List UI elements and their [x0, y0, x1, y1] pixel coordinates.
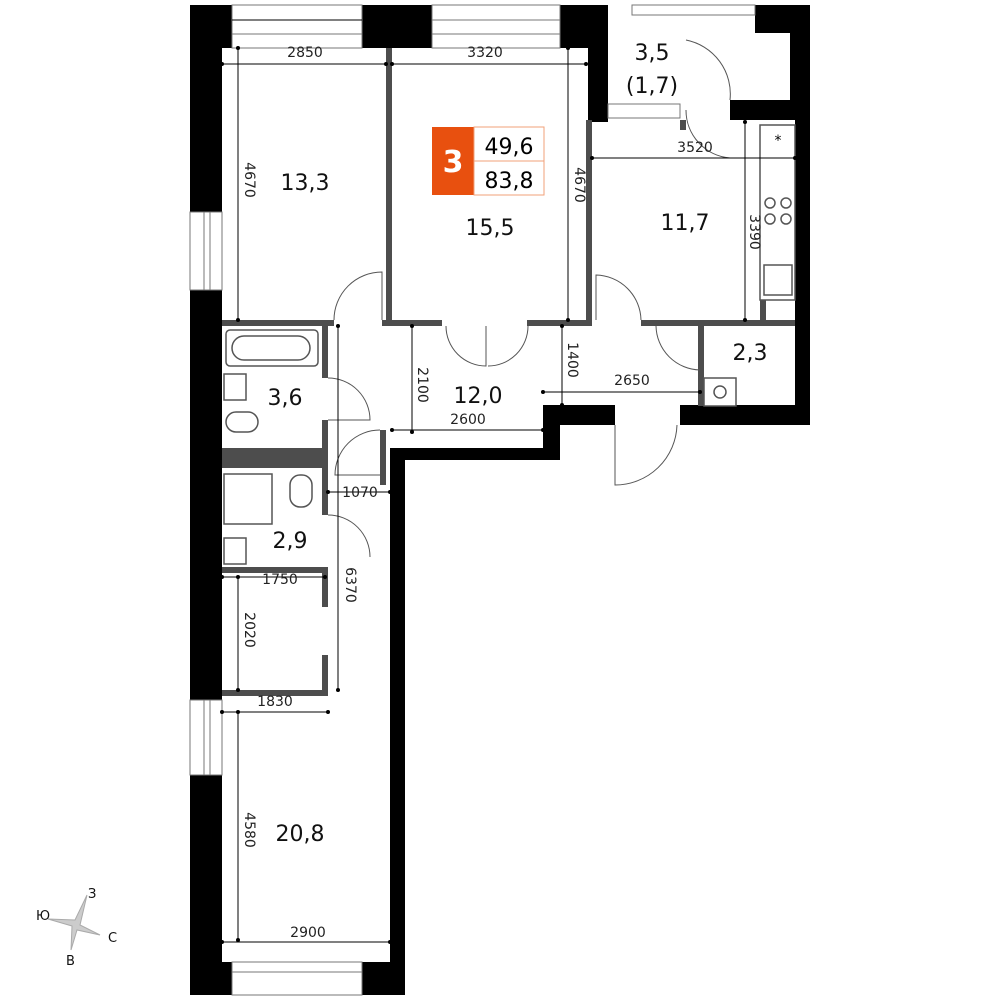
dimension-label: 2100 [414, 367, 430, 403]
dimension-end [220, 940, 224, 944]
compass: З Ю С В [36, 887, 117, 969]
dimension-end [410, 430, 414, 434]
dimension-end [793, 156, 797, 160]
dimension-end [541, 428, 545, 432]
dimension-label: 1070 [342, 485, 378, 501]
dimension-end [541, 390, 545, 394]
dimension-end [584, 62, 588, 66]
interior-walls [222, 48, 795, 696]
dimension-label: 6370 [342, 567, 358, 603]
dimension-label: 1830 [257, 694, 293, 710]
dimension-end [236, 710, 240, 714]
dimension-end [220, 575, 224, 579]
dimension-label: 1750 [262, 572, 298, 588]
room-area-hallway: 12,0 [454, 384, 503, 409]
dimension-end [566, 46, 570, 50]
dimension-end [743, 120, 747, 124]
room-area-storage: 2,3 [733, 341, 768, 366]
compass-north: З [88, 887, 96, 902]
dimension-label: 2600 [450, 412, 486, 428]
kitchen-sink [763, 264, 793, 296]
compass-west: Ю [36, 909, 50, 924]
compass-east: С [108, 931, 117, 946]
dimension-end [390, 62, 394, 66]
dimension-end [236, 318, 240, 322]
dimension-end [326, 710, 330, 714]
dimension-end [388, 490, 392, 494]
dimension-end [220, 62, 224, 66]
room-area-kitchen: 11,7 [661, 211, 710, 236]
room-area-toilet: 2,9 [273, 529, 308, 554]
fixtures: * [223, 124, 796, 565]
dimension-end [410, 324, 414, 328]
room-labels: 13,3 15,5 3,5 (1,7) 11,7 2,3 12,0 3,6 2,9 20,8 [268, 41, 768, 847]
dimension-end [560, 403, 564, 407]
dimension-end [323, 575, 327, 579]
dimension-end [566, 318, 570, 322]
svg-text:*: * [775, 133, 782, 149]
room-area-bathroom: 3,6 [268, 386, 303, 411]
dimension-end [236, 938, 240, 942]
room-area-bedroom-2: 15,5 [466, 216, 515, 241]
compass-south: В [66, 954, 75, 969]
dimension-end [590, 156, 594, 160]
dimension-label: 2850 [287, 45, 323, 61]
dimension-end [560, 324, 564, 328]
area-badge: 3 49,6 83,8 [432, 126, 545, 196]
dimension-label: 3320 [467, 45, 503, 61]
dimension-end [336, 324, 340, 328]
room-area-bedroom-1: 13,3 [281, 171, 330, 196]
dimension-end [384, 62, 388, 66]
dimension-end [236, 46, 240, 50]
dimension-end [220, 710, 224, 714]
toilet [289, 474, 313, 508]
dimension-lines: 2850 3320 4670 4670 3520 3390 2100 2600 1400 2650… [220, 45, 797, 944]
room-count: 3 [443, 145, 464, 180]
dimension-end [388, 940, 392, 944]
dimension-end [743, 318, 747, 322]
room-area-living-room: 20,8 [276, 822, 325, 847]
dimension-label: 4670 [241, 162, 257, 198]
toilet-sink [223, 537, 247, 565]
dimension-end [698, 390, 702, 394]
dimension-label: 2650 [614, 373, 650, 389]
compass-star-icon [47, 894, 101, 951]
doors [327, 39, 731, 558]
total-area: 83,8 [485, 169, 534, 194]
dimension-label: 2020 [241, 612, 257, 648]
dimension-label: 4580 [241, 812, 257, 848]
living-area: 49,6 [485, 135, 534, 160]
room-sub-area-balcony: (1,7) [626, 74, 678, 99]
dimension-end [326, 490, 330, 494]
dimension-label: 3390 [746, 214, 762, 250]
dimension-label: 1400 [564, 342, 580, 378]
shower [223, 473, 273, 525]
bathroom-sink [223, 373, 247, 401]
outer-walls [190, 5, 810, 995]
room-area-balcony: 3,5 [635, 41, 670, 66]
dimension-label: 3520 [677, 140, 713, 156]
bathroom-toilet [225, 411, 259, 433]
dimension-end [236, 688, 240, 692]
dimension-end [390, 428, 394, 432]
windows [189, 4, 756, 996]
dimension-end [236, 575, 240, 579]
dimension-label: 4670 [571, 167, 587, 203]
dimension-label: 2900 [290, 925, 326, 941]
dimension-end [336, 688, 340, 692]
